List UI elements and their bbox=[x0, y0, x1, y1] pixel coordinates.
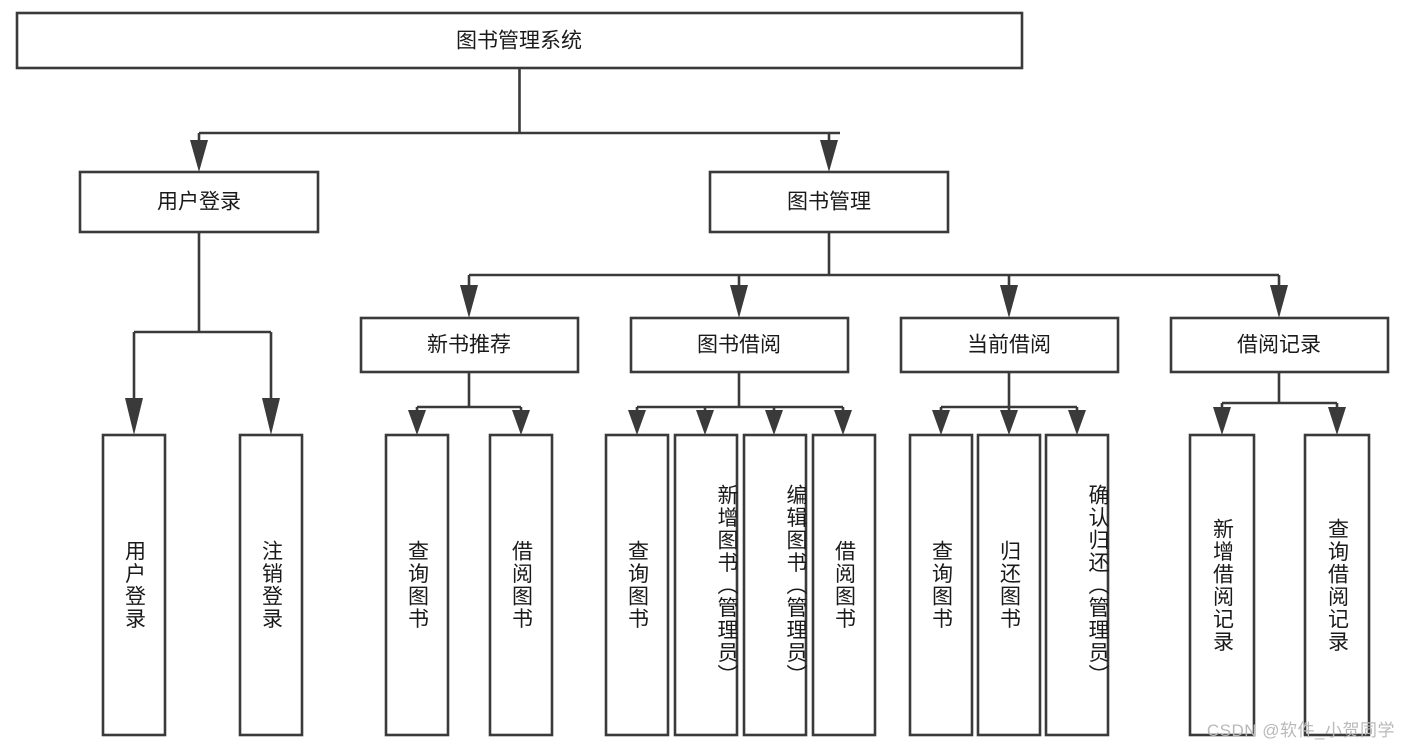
node-user-login-rect[interactable] bbox=[78, 170, 320, 234]
leaf-rect-book-borrow-2[interactable] bbox=[742, 433, 808, 737]
leaf-rect-borrow-records-0[interactable] bbox=[1188, 433, 1256, 737]
node-book-manage-label: 图书管理 bbox=[787, 191, 871, 214]
arrow-head-root-books bbox=[820, 140, 838, 172]
arrow-head-borrow-l1 bbox=[628, 410, 646, 435]
node-book-borrow-rect[interactable] bbox=[629, 316, 850, 374]
node-borrow-record-label: 借阅记录 bbox=[1237, 334, 1321, 357]
leaf-rect-user-login-1[interactable] bbox=[238, 433, 304, 737]
arrow-head-current-l3 bbox=[1068, 410, 1086, 435]
connector-group-book-borrow bbox=[628, 372, 852, 435]
leaf-rect-book-borrow-3[interactable] bbox=[811, 433, 877, 737]
connector-group-root bbox=[190, 68, 840, 172]
connector-group-current-borrow bbox=[932, 372, 1086, 435]
connector-group-new-books bbox=[408, 372, 530, 435]
arrow-head-borrow-l3 bbox=[765, 410, 783, 435]
arrow-head-user-l1 bbox=[125, 398, 143, 435]
node-borrow-record[interactable]: 借阅记录 bbox=[1169, 316, 1390, 374]
connector-group-user-login bbox=[125, 232, 280, 435]
leaf-rect-borrow-records-1[interactable] bbox=[1303, 433, 1371, 737]
node-current-borrow-label: 当前借阅 bbox=[967, 334, 1051, 357]
leaf-rect-user-login-0[interactable] bbox=[101, 433, 167, 737]
arrow-head-books-c4 bbox=[1270, 285, 1288, 318]
node-book-manage-rect[interactable] bbox=[708, 170, 950, 234]
node-root-rect[interactable] bbox=[15, 11, 1024, 70]
node-current-borrow[interactable]: 当前借阅 bbox=[899, 316, 1120, 374]
arrow-head-borrow-l4 bbox=[834, 410, 852, 435]
node-borrow-record-rect[interactable] bbox=[1169, 316, 1390, 374]
arrow-head-newbooks-l1 bbox=[408, 410, 426, 435]
node-root[interactable]: 图书管理系统 bbox=[15, 11, 1024, 70]
connector-group-book-manage bbox=[460, 232, 1288, 318]
arrow-head-borrow-l2 bbox=[696, 410, 714, 435]
arrow-head-current-l1 bbox=[932, 410, 950, 435]
leaf-rect-current-borrow-2[interactable] bbox=[1044, 433, 1110, 737]
leaf-rect-current-borrow-0[interactable] bbox=[908, 433, 974, 737]
node-root-label: 图书管理系统 bbox=[456, 30, 582, 53]
leaf-rect-new-books-0[interactable] bbox=[384, 433, 450, 737]
node-new-book-recommend-label: 新书推荐 bbox=[427, 334, 511, 357]
arrow-head-user-l2 bbox=[262, 398, 280, 435]
node-book-borrow-label: 图书借阅 bbox=[697, 334, 781, 357]
node-user-login-label: 用户登录 bbox=[157, 191, 241, 214]
leaf-rect-book-borrow-0[interactable] bbox=[604, 433, 670, 737]
arrow-head-books-c1 bbox=[460, 285, 478, 318]
arrow-head-books-c3 bbox=[1000, 285, 1018, 318]
arrow-head-records-l1 bbox=[1213, 407, 1231, 435]
leaf-rect-current-borrow-1[interactable] bbox=[976, 433, 1042, 737]
arrow-head-current-l2 bbox=[1000, 410, 1018, 435]
watermark: CSDN @软件_小贺同学 bbox=[1206, 721, 1395, 740]
node-current-borrow-rect[interactable] bbox=[899, 316, 1120, 374]
arrow-head-root-user bbox=[190, 140, 208, 172]
node-new-book-recommend[interactable]: 新书推荐 bbox=[359, 316, 580, 374]
leaf-rect-new-books-1[interactable] bbox=[488, 433, 554, 737]
arrow-head-books-c2 bbox=[730, 285, 748, 318]
arrow-head-newbooks-l2 bbox=[512, 410, 530, 435]
connector-group-borrow-records bbox=[1213, 372, 1346, 435]
node-new-book-recommend-rect[interactable] bbox=[359, 316, 580, 374]
arrow-head-records-l2 bbox=[1328, 407, 1346, 435]
node-book-borrow[interactable]: 图书借阅 bbox=[629, 316, 850, 374]
node-user-login[interactable]: 用户登录 bbox=[78, 170, 320, 234]
node-book-manage[interactable]: 图书管理 bbox=[708, 170, 950, 234]
leaf-rect-book-borrow-1[interactable] bbox=[673, 433, 739, 737]
